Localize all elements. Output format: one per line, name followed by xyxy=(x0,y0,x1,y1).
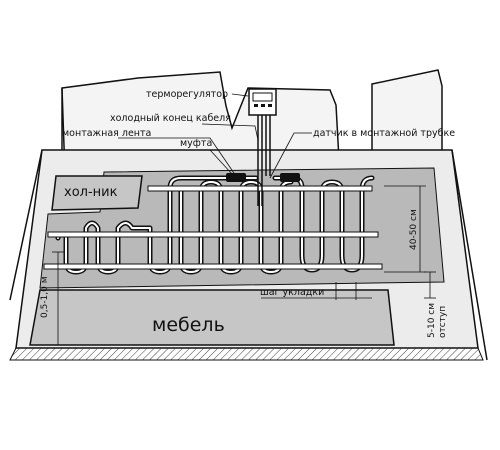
floor-edge-hatch xyxy=(9,347,484,361)
floor-right-edge xyxy=(451,149,488,361)
furniture xyxy=(29,289,395,346)
heating-cable-right-inner xyxy=(274,177,373,271)
cold-end-label: холодный конец кабеля xyxy=(110,113,231,124)
coupling xyxy=(280,173,300,182)
thermostat-label: терморегулятор xyxy=(146,89,228,100)
mounting-tape-bottom xyxy=(43,263,383,270)
heating-cable-inner xyxy=(57,177,257,273)
thermostat-button xyxy=(261,104,265,107)
wall-offset-dimension xyxy=(424,271,436,299)
fridge xyxy=(51,175,143,211)
thermostat-display xyxy=(252,92,273,102)
thermostat-button xyxy=(254,104,258,107)
fridge-label: хол-ник xyxy=(64,185,118,200)
leader-lines xyxy=(118,93,318,299)
floor-left-edge xyxy=(9,149,43,301)
pitch-dimension xyxy=(318,282,372,300)
loop-spacing-label: 40-50 см xyxy=(409,209,419,250)
mounting-tape-middle xyxy=(47,231,379,238)
mounting-tape-label: монтажная лента xyxy=(62,128,151,139)
wall-offset-word-label: отступ xyxy=(438,306,448,338)
coupling-label: муфта xyxy=(180,138,212,149)
edge-offset-label: 0,5-1,0 м xyxy=(40,276,50,318)
thermostat-button xyxy=(268,104,272,107)
furniture-label: мебель xyxy=(152,314,225,336)
coupling xyxy=(226,173,246,182)
wall-offset-value-label: 5-10 см xyxy=(427,303,437,338)
edge-offset-dimension xyxy=(52,251,64,346)
pitch-label: шаг укладки xyxy=(260,287,324,298)
loop-spacing-dimension xyxy=(384,185,426,273)
sensor-label: датчик в монтажной трубке xyxy=(313,128,455,139)
mounting-tape-top xyxy=(147,185,373,192)
